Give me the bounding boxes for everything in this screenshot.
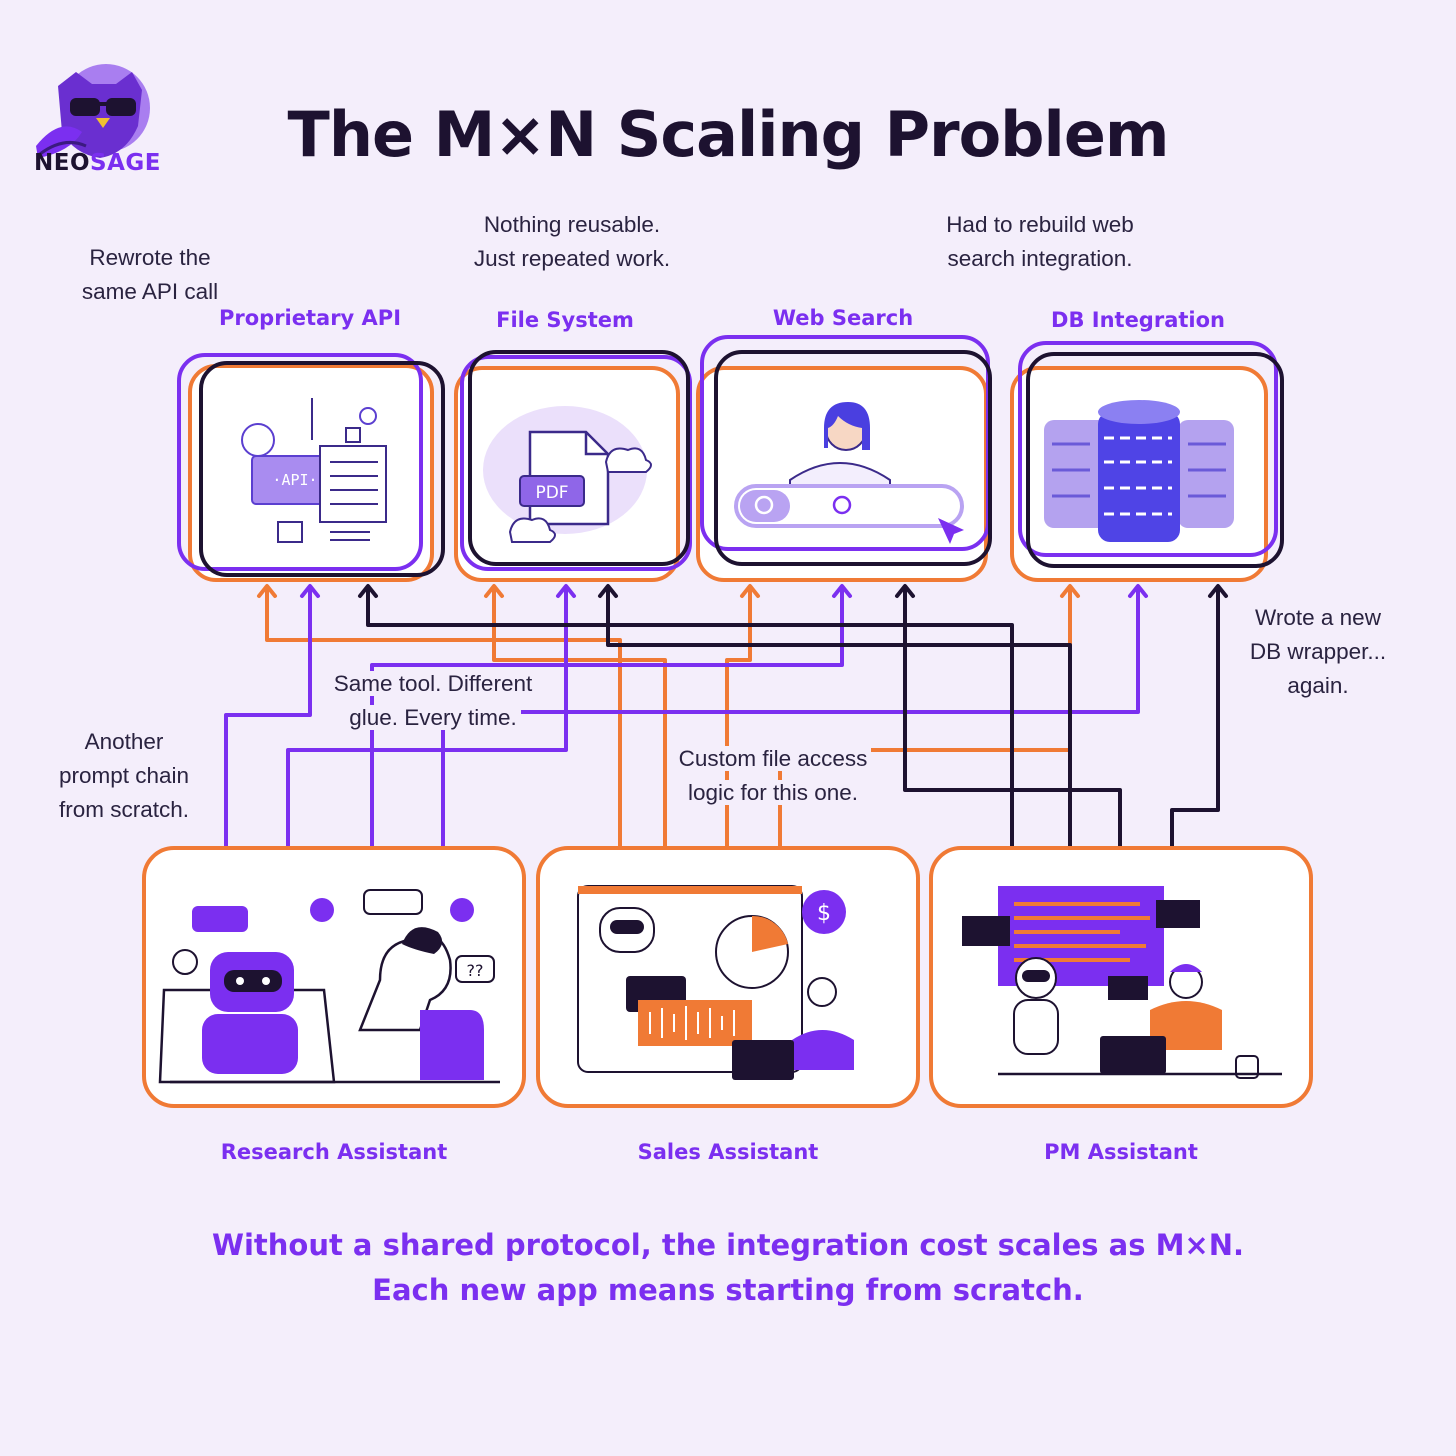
arrowhead: [484, 584, 504, 598]
note-files: Nothing reusable. Just repeated work.: [452, 208, 692, 276]
app-label-sales: Sales Assistant: [637, 1140, 819, 1164]
connector-pm-db: [1170, 586, 1220, 850]
note-prompt: Another prompt chain from scratch.: [44, 725, 204, 827]
note-web: Had to rebuild web search integration.: [920, 208, 1160, 276]
note-glue: Same tool. Different glue. Every time.: [320, 667, 546, 735]
note-web-line2: search integration.: [947, 246, 1133, 271]
arrowhead: [598, 584, 618, 598]
brand-name-part1: NEO: [34, 150, 91, 176]
note-db-line2: DB wrapper...: [1249, 639, 1387, 664]
web-search-person-icon: [734, 402, 964, 544]
arrowhead: [556, 584, 576, 598]
pm-robot-workspace-icon: [962, 886, 1282, 1079]
sales-dashboard-icon: $: [577, 885, 854, 1080]
svg-text:??: ??: [467, 961, 484, 980]
tool-label-files: File System: [496, 308, 634, 332]
arrowhead: [895, 584, 915, 598]
api-icon-text: ·API·: [272, 471, 317, 489]
connector-pm-files: [606, 586, 1072, 850]
note-prompt-line3: from scratch.: [58, 797, 190, 822]
connector-research-db: [441, 586, 1140, 850]
brand-name: NEOSAGE: [34, 150, 161, 176]
arrowhead: [740, 584, 760, 598]
arrowhead: [1060, 584, 1080, 598]
connector-research-api: [224, 586, 312, 850]
note-custom-line1: Custom file access: [674, 746, 872, 771]
robot-and-researcher-icon: ??: [158, 889, 500, 1084]
brand-name-part2: SAGE: [90, 150, 161, 176]
footer-line1: Without a shared protocol, the integrati…: [211, 1228, 1245, 1262]
note-glue-line1: Same tool. Different: [329, 671, 537, 696]
note-db: Wrote a new DB wrapper... again.: [1238, 601, 1398, 703]
api-dashboard-icon: [241, 398, 387, 543]
tool-label-web: Web Search: [772, 306, 914, 330]
note-api-line2: same API call: [81, 279, 219, 304]
connector-pm-web: [903, 586, 1122, 850]
note-web-line1: Had to rebuild web: [946, 212, 1134, 237]
arrowhead: [832, 584, 852, 598]
svg-text:$: $: [817, 901, 831, 926]
database-stack-icon: [1044, 400, 1234, 542]
note-files-line1: Nothing reusable.: [483, 212, 661, 237]
connector-sales-api: [265, 586, 622, 850]
tool-box-web: [696, 335, 992, 582]
connector-pm-api: [366, 586, 1014, 850]
arrowhead: [300, 584, 320, 598]
footer-line2: Each new app means starting from scratch…: [372, 1273, 1084, 1307]
connector-research-files: [286, 586, 568, 850]
svg-text:PDF: PDF: [535, 483, 568, 503]
note-glue-line2: glue. Every time.: [345, 705, 521, 730]
note-prompt-line2: prompt chain: [58, 763, 190, 788]
app-label-pm: PM Assistant: [1044, 1140, 1198, 1164]
tool-label-api: Proprietary API: [218, 306, 402, 330]
tool-label-db: DB Integration: [1051, 308, 1225, 332]
arrowhead: [358, 584, 378, 598]
note-prompt-line1: Another: [84, 729, 164, 754]
note-db-line1: Wrote a new: [1255, 605, 1381, 630]
page-title: The M×N Scaling Problem: [287, 98, 1170, 171]
note-custom: Custom file access logic for this one.: [664, 742, 882, 810]
note-api: Rewrote the same API call: [60, 241, 240, 309]
arrowhead: [1128, 584, 1148, 598]
note-db-line3: again.: [1287, 673, 1349, 698]
app-label-research: Research Assistant: [220, 1140, 448, 1164]
pdf-file-icon: PDF: [483, 406, 652, 543]
note-files-line2: Just repeated work.: [473, 246, 671, 271]
arrowhead: [257, 584, 277, 598]
note-custom-line2: logic for this one.: [683, 780, 863, 805]
owl-logo-icon: [36, 64, 150, 158]
note-api-line1: Rewrote the: [89, 245, 211, 270]
arrowhead: [1208, 584, 1228, 598]
